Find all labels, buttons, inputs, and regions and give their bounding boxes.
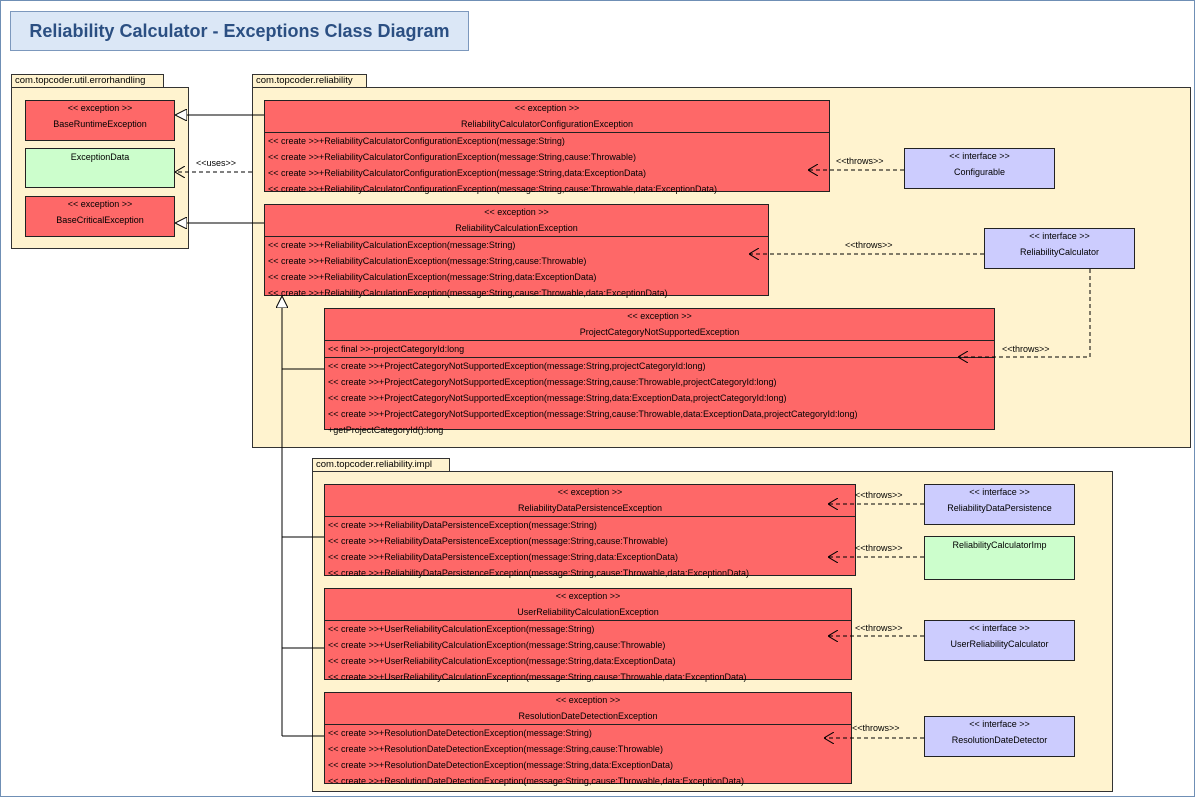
class-base-runtime-exception[interactable]: << exception >> BaseRuntimeException [25,100,175,141]
operation: << create >>+ProjectCategoryNotSupported… [328,393,787,403]
interface-user-reliability-calculator[interactable]: << interface >> UserReliabilityCalculato… [924,620,1075,661]
operation: << create >>+ReliabilityCalculationExcep… [268,288,668,298]
stereotype: << exception >> [557,487,623,497]
uses-label: <<uses>> [196,158,237,168]
stereotype: << interface >> [1029,231,1090,241]
throws-label-user: <<throws>> [855,623,903,633]
attributes: << final >>-projectCategoryId:long [325,340,994,357]
class-name: ResolutionDateDetectionException [518,710,658,721]
class-name: UserReliabilityCalculationException [517,606,659,617]
operation: << create >>+ReliabilityDataPersistenceE… [328,568,749,578]
operation: << create >>+ReliabilityCalculationExcep… [268,240,516,250]
operation: << create >>+ReliabilityCalculatorConfig… [268,152,636,162]
package-tab-reliability: com.topcoder.reliability [252,74,367,87]
interface-configurable[interactable]: << interface >> Configurable [904,148,1055,189]
operation: << create >>+ReliabilityCalculationExcep… [268,272,597,282]
class-name: UserReliabilityCalculator [950,638,1049,649]
class-name: ReliabilityDataPersistenceException [517,502,663,513]
stereotype: << interface >> [969,623,1030,633]
throws-label-calculator-imp: <<throws>> [855,543,903,553]
operation: << create >>+ProjectCategoryNotSupported… [328,377,777,387]
operations: << create >>+ResolutionDateDetectionExce… [325,724,851,789]
operation: << create >>+ProjectCategoryNotSupported… [328,361,706,371]
operation: << create >>+UserReliabilityCalculationE… [328,624,595,634]
package-tab-errorhandling: com.topcoder.util.errorhandling [11,74,164,87]
operation: << create >>+ReliabilityDataPersistenceE… [328,520,597,530]
operations: << create >>+ProjectCategoryNotSupported… [325,357,994,438]
stereotype: << interface >> [969,487,1030,497]
class-exception-data[interactable]: ExceptionData [25,148,175,188]
operation: << create >>+ReliabilityCalculatorConfig… [268,184,717,194]
class-name: ReliabilityCalculationException [455,222,578,233]
stereotype: << exception >> [627,311,692,321]
operation: << create >>+ProjectCategoryNotSupported… [328,409,858,419]
operations: << create >>+ReliabilityDataPersistenceE… [325,516,855,581]
stereotype: << interface >> [969,719,1030,729]
operation: << create >>+UserReliabilityCalculationE… [328,640,666,650]
class-name: BaseCriticalException [56,214,144,225]
class-name: BaseRuntimeException [53,118,147,129]
interface-resolution-date-detector[interactable]: << interface >> ResolutionDateDetector [924,716,1075,757]
throws-label-resolution: <<throws>> [852,723,900,733]
operation: << create >>+ResolutionDateDetectionExce… [328,776,744,786]
throws-label-reliability-calculator: <<throws>> [845,240,893,250]
operation: << create >>+ReliabilityCalculationExcep… [268,256,587,266]
operation: +getProjectCategoryId():long [328,425,444,435]
class-reliability-data-persistence-exception[interactable]: << exception >> ReliabilityDataPersisten… [324,484,856,578]
operation: << create >>+ReliabilityDataPersistenceE… [328,536,668,546]
interface-reliability-calculator[interactable]: << interface >> ReliabilityCalculator [984,228,1135,269]
class-reliability-calculator-configuration-exception[interactable]: << exception >> ReliabilityCalculatorCon… [264,100,830,194]
class-name: ReliabilityDataPersistence [947,502,1052,513]
throws-pcns [958,269,1091,357]
class-reliability-calculator-imp[interactable]: ReliabilityCalculatorImp [924,536,1075,580]
attribute: << final >>-projectCategoryId:long [328,344,465,354]
throws-label-persistence: <<throws>> [855,490,903,500]
operation: << create >>+ResolutionDateDetectionExce… [328,760,673,770]
class-name: ReliabilityCalculatorConfigurationExcept… [460,118,634,129]
interface-reliability-data-persistence[interactable]: << interface >> ReliabilityDataPersisten… [924,484,1075,525]
diagram-title: Reliability Calculator - Exceptions Clas… [10,11,469,51]
operations: << create >>+ReliabilityCalculatorConfig… [265,132,829,197]
operations: << create >>+ReliabilityCalculationExcep… [265,236,768,301]
package-tab-impl: com.topcoder.reliability.impl [312,458,450,471]
operation: << create >>+ReliabilityCalculatorConfig… [268,168,646,178]
class-name: ReliabilityCalculatorImp [952,540,1047,550]
stereotype: << interface >> [949,151,1010,161]
throws-label-pcns: <<throws>> [1002,344,1050,354]
class-name: ProjectCategoryNotSupportedException [579,326,740,337]
operation: << create >>+UserReliabilityCalculationE… [328,672,747,682]
operations: << create >>+UserReliabilityCalculationE… [325,620,851,685]
operation: << create >>+UserReliabilityCalculationE… [328,656,676,666]
operation: << create >>+ResolutionDateDetectionExce… [328,728,592,738]
class-user-reliability-calculation-exception[interactable]: << exception >> UserReliabilityCalculati… [324,588,852,682]
class-name: ReliabilityCalculator [1019,246,1100,257]
stereotype: << exception >> [555,695,621,705]
stereotype: << exception >> [514,103,580,113]
stereotype: << exception >> [555,591,621,601]
operation: << create >>+ResolutionDateDetectionExce… [328,744,663,754]
class-base-critical-exception[interactable]: << exception >> BaseCriticalException [25,196,175,237]
throws-label-configurable: <<throws>> [836,156,884,166]
class-name: ResolutionDateDetector [951,734,1048,745]
class-name: Configurable [953,166,1006,177]
class-reliability-calculation-exception[interactable]: << exception >> ReliabilityCalculationEx… [264,204,769,298]
class-name: ExceptionData [70,152,130,162]
stereotype: << exception >> [484,207,549,217]
operation: << create >>+ReliabilityCalculatorConfig… [268,136,565,146]
class-project-category-not-supported-exception[interactable]: << exception >> ProjectCategoryNotSuppor… [324,308,995,435]
stereotype: << exception >> [67,103,133,113]
operation: << create >>+ReliabilityDataPersistenceE… [328,552,678,562]
class-resolution-date-detection-exception[interactable]: << exception >> ResolutionDateDetectionE… [324,692,852,786]
stereotype: << exception >> [67,199,133,209]
